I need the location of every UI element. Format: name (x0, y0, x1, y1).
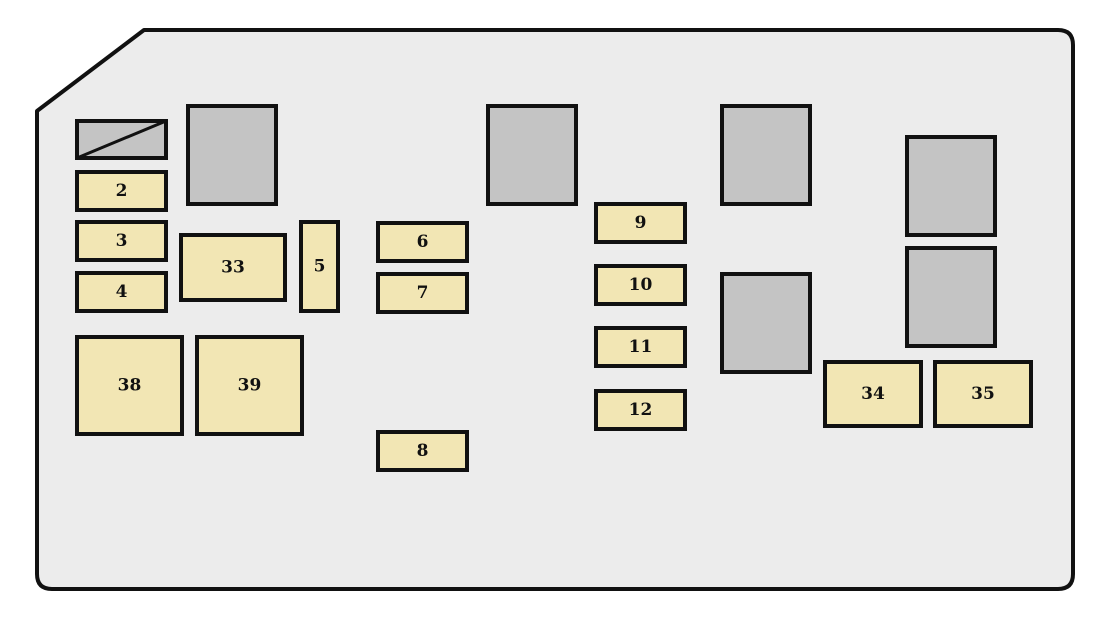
fuse-6-body (376, 221, 469, 263)
fuse-33-body (179, 233, 287, 302)
crossed-out-slot (75, 119, 168, 160)
relays (186, 104, 997, 374)
fuse-8: 8 (376, 430, 469, 472)
fuse-39-body (195, 335, 304, 436)
fuse-9: 9 (594, 202, 687, 244)
fuse-2-body (75, 170, 168, 212)
fuse-33: 33 (179, 233, 287, 302)
relay-a (186, 104, 278, 206)
fuse-35-body (933, 360, 1033, 428)
fuse-11-label: 11 (629, 337, 653, 357)
fuse-6: 6 (376, 221, 469, 263)
fuse-8-body (376, 430, 469, 472)
fuse-10-label: 10 (629, 275, 653, 295)
fuse-3-body (75, 220, 168, 262)
fuse-box-outline (35, 28, 1075, 591)
fuse-38-body (75, 335, 184, 436)
fuse-7: 7 (376, 272, 469, 314)
relay-b (486, 104, 578, 206)
fuse-2-label: 2 (116, 181, 128, 201)
fuse-34: 34 (823, 360, 923, 428)
fuse-12: 12 (594, 389, 687, 431)
relay-d (720, 272, 812, 374)
fuse-4-body (75, 271, 168, 313)
fuse-10-body (594, 264, 687, 306)
fuse-9-label: 9 (635, 213, 647, 233)
fuse-8-label: 8 (417, 441, 429, 461)
fuse-5-body (299, 220, 340, 313)
fuse-11: 11 (594, 326, 687, 368)
fuse-7-body (376, 272, 469, 314)
fuse-12-label: 12 (629, 400, 653, 420)
relay-c (720, 104, 812, 206)
fuse-6-label: 6 (417, 232, 429, 252)
fuse-4: 4 (75, 271, 168, 313)
fuse-5: 5 (299, 220, 340, 313)
fuse-4-label: 4 (116, 282, 128, 302)
fuse-3-label: 3 (116, 231, 128, 251)
fuse-38: 38 (75, 335, 184, 436)
fuse-9-body (594, 202, 687, 244)
fuse-34-label: 34 (861, 384, 885, 404)
fuse-10: 10 (594, 264, 687, 306)
relay-f (905, 246, 997, 348)
fuse-35: 35 (933, 360, 1033, 428)
fuse-2: 2 (75, 170, 168, 212)
fuse-3: 3 (75, 220, 168, 262)
fuse-33-label: 33 (221, 258, 245, 278)
fuse-7-label: 7 (417, 283, 429, 303)
fuse-5-label: 5 (314, 257, 326, 277)
fuse-34-body (823, 360, 923, 428)
fuse-12-body (594, 389, 687, 431)
fuse-35-label: 35 (971, 384, 995, 404)
fuse-39-label: 39 (238, 376, 262, 396)
fuse-38-label: 38 (118, 376, 142, 396)
relay-e (905, 135, 997, 237)
fuse-11-body (594, 326, 687, 368)
fuse-39: 39 (195, 335, 304, 436)
